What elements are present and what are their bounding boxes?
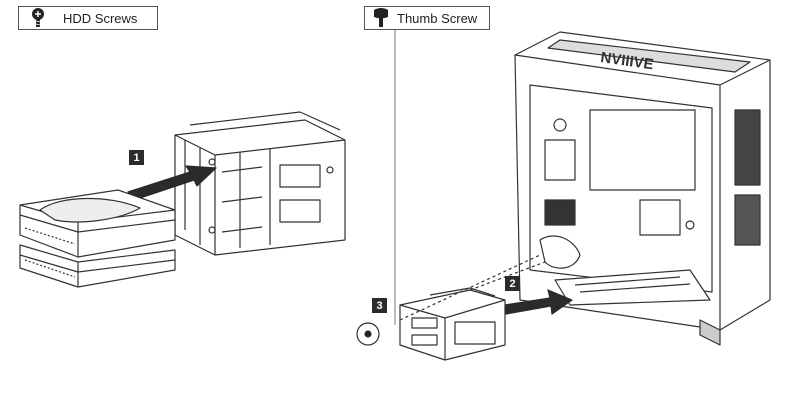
thumb-screw-icon: [374, 8, 388, 27]
screw-icon: [32, 8, 44, 27]
pc-case-illustration: NVIIIVE: [514, 31, 771, 346]
step-marker-1: 1: [129, 150, 144, 165]
hdd-screws-text: HDD Screws: [63, 10, 138, 26]
thumb-screw-text: Thumb Screw: [397, 10, 478, 26]
insert-arrow: [127, 165, 217, 201]
drive-cage-illustration: [174, 111, 346, 256]
thumb-screw-label: Thumb Screw: [364, 6, 490, 30]
hdd-screws-label: HDD Screws: [18, 6, 158, 30]
step-marker-2: 2: [505, 276, 520, 291]
step-marker-3: 3: [372, 298, 387, 313]
slide-arrow: [504, 289, 573, 315]
small-cage-illustration: [399, 287, 506, 361]
hard-drives-illustration: [19, 189, 176, 288]
